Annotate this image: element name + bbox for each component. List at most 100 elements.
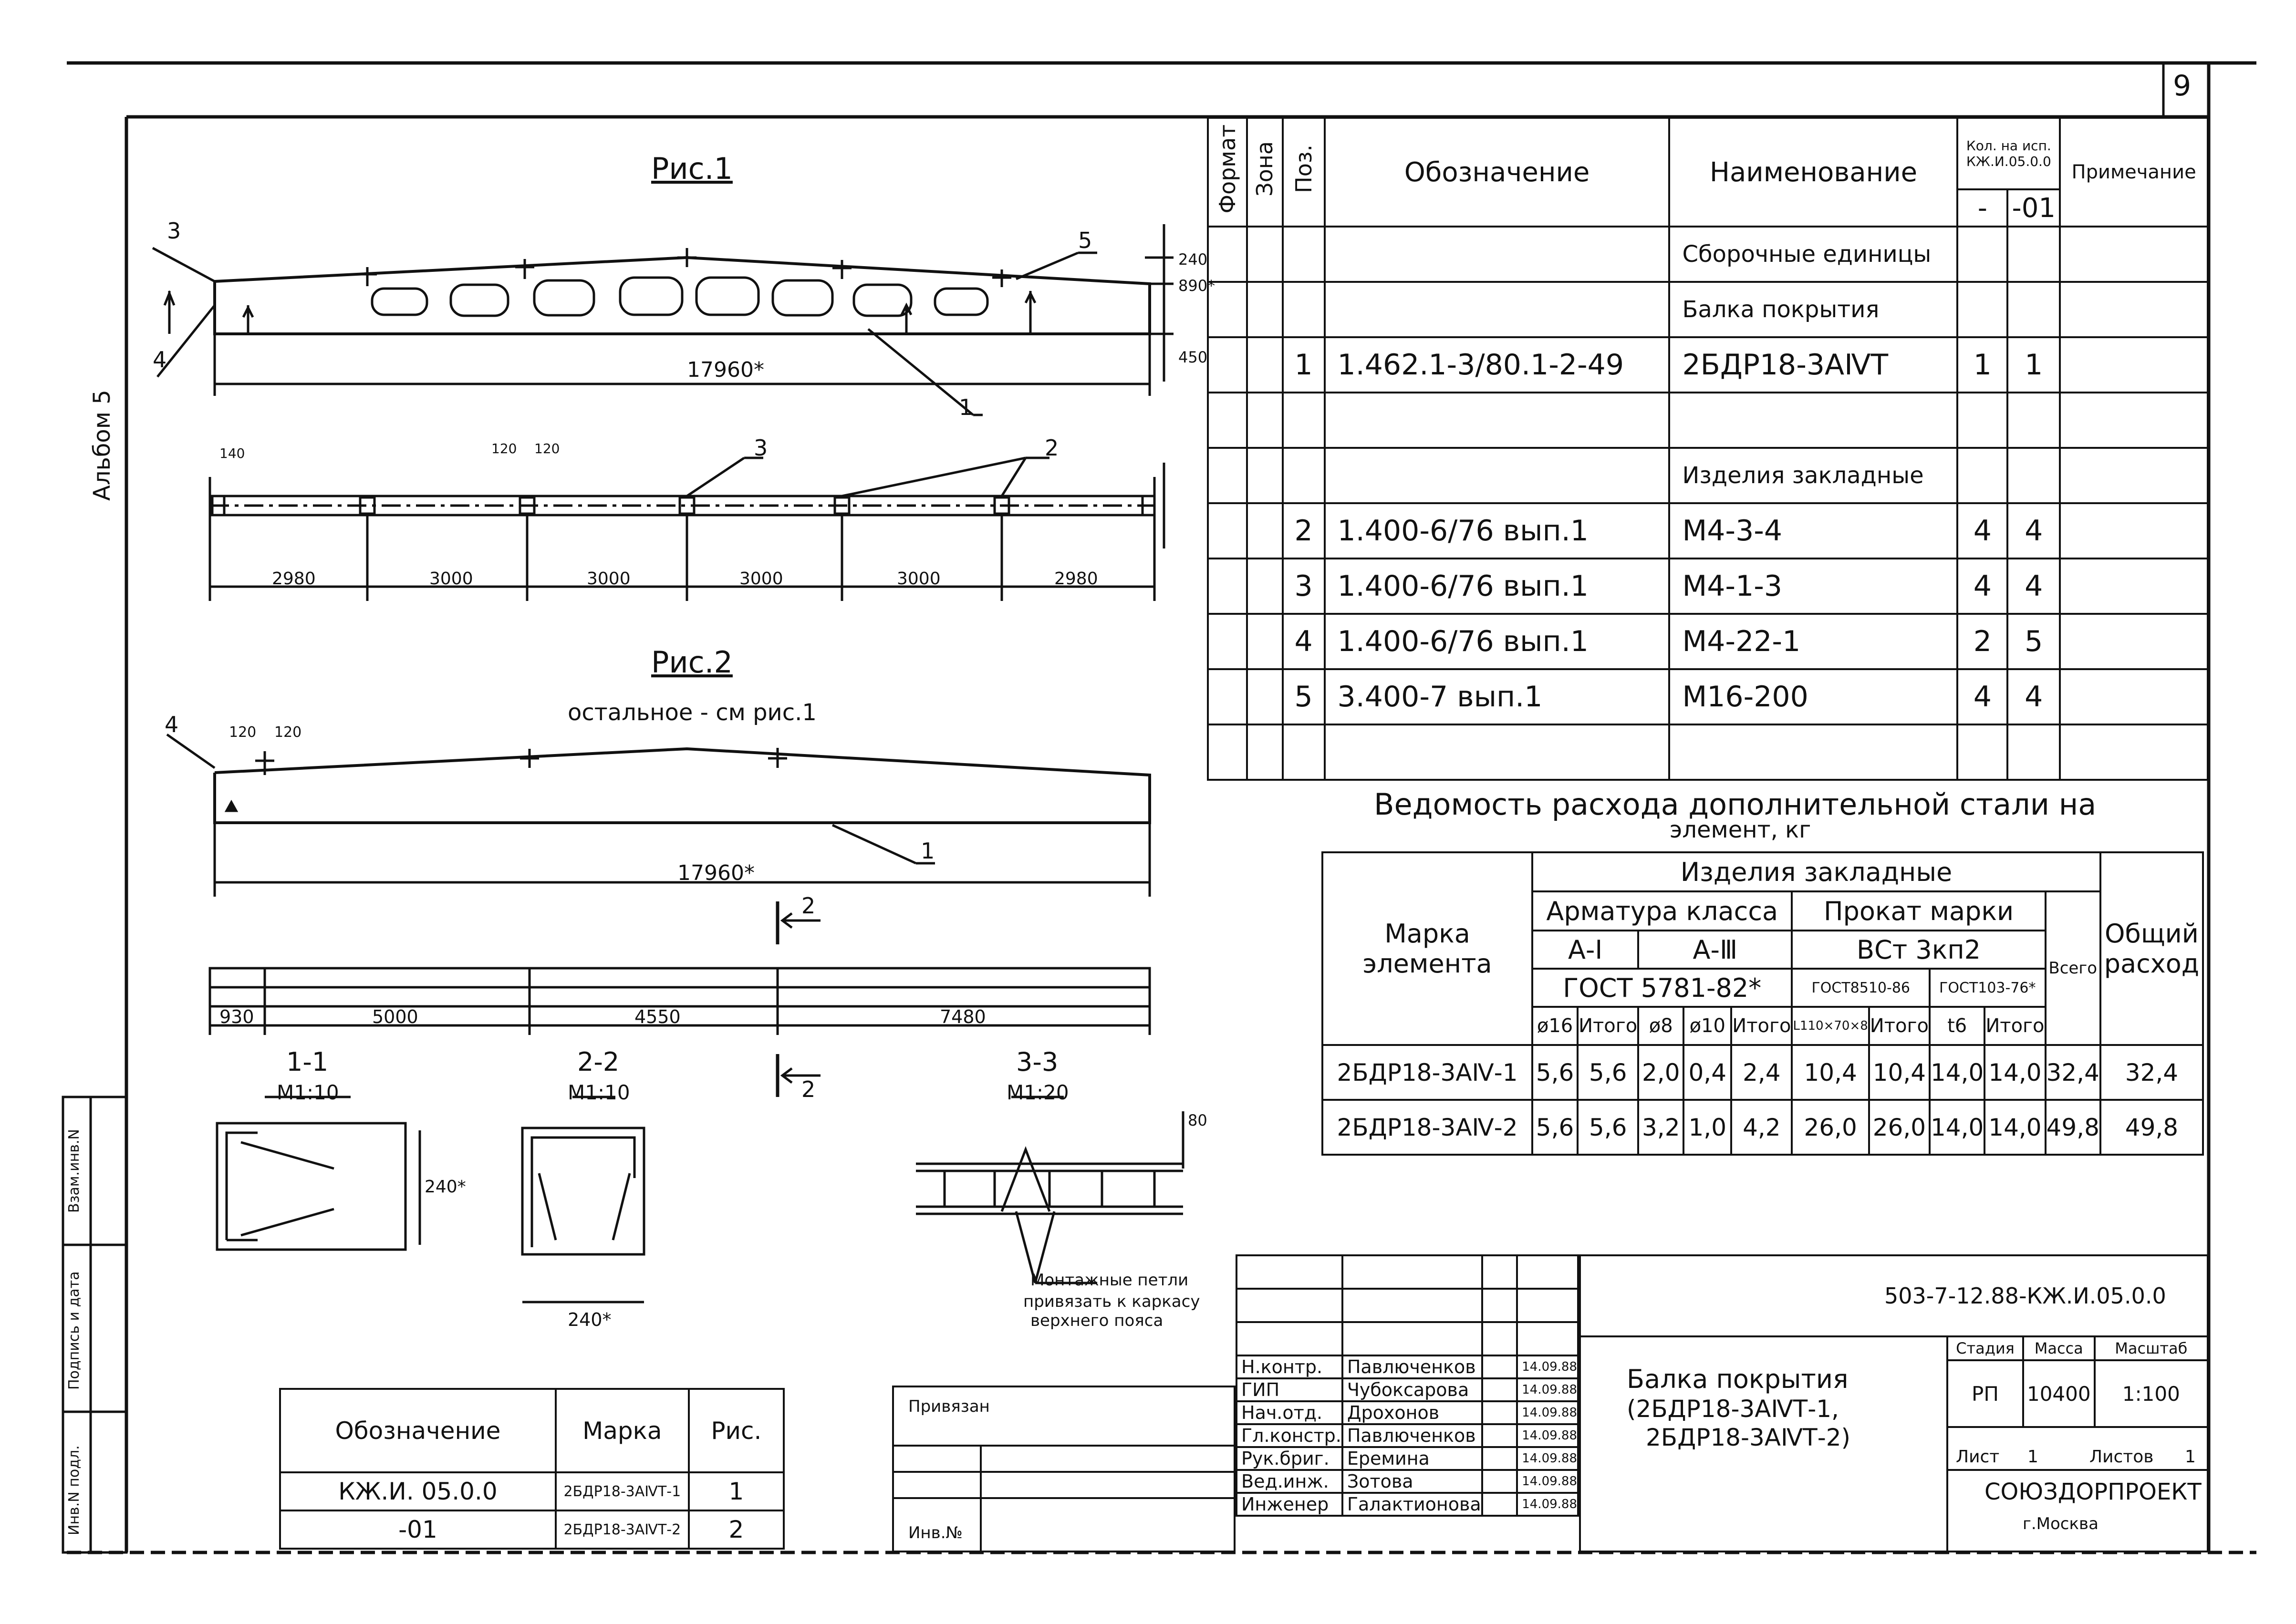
sign-name: Еремина <box>1341 1446 1483 1471</box>
spec-name <box>1668 724 1959 781</box>
spec-note <box>2059 336 2209 393</box>
spec-designation <box>1323 281 1671 338</box>
steel-h-embedded: Изделия закладные <box>1531 851 2101 892</box>
title-line-3: 2БДР18-3АⅣТ-2) <box>1646 1424 1851 1451</box>
section-3-3-dim: 80 <box>1188 1111 1207 1129</box>
fig1-title: Рис.1 <box>651 151 733 186</box>
fig2-callout-1: 1 <box>921 838 935 864</box>
section-1-1 <box>216 1096 421 1251</box>
steel-sub-header: t6 <box>1928 1006 1986 1046</box>
spec-pos: 5 <box>1281 668 1326 725</box>
inv-label: Инв.№ <box>908 1523 963 1542</box>
steel-value: 14,0 <box>1928 1044 1986 1101</box>
steel-sub-header: ø16 <box>1531 1006 1579 1046</box>
steel-h-a1: А-Ⅰ <box>1531 930 1640 970</box>
steel-sub-header: Итого <box>1984 1006 2047 1046</box>
sign-date: 14.09.88 <box>1516 1423 1579 1448</box>
spec-qty-a: 4 <box>1956 502 2009 559</box>
spec-format <box>1207 668 1248 725</box>
city: г.Москва <box>2023 1514 2099 1533</box>
divider <box>894 1497 1234 1499</box>
spec-qty-a: 1 <box>1956 336 2009 393</box>
steel-value: 49,8 <box>2099 1099 2204 1156</box>
album-label: Альбом 5 <box>89 390 115 501</box>
steel-h-gost2: ГОСТ8510-86 <box>1791 968 1931 1008</box>
steel-value: 26,0 <box>1868 1099 1931 1156</box>
spec-qty-b <box>2006 724 2061 781</box>
spec-format <box>1207 502 1248 559</box>
legend-h-mark: Марка <box>554 1388 690 1473</box>
spec-name: Балка покрытия <box>1668 281 1959 338</box>
spec-qty-a <box>1956 447 2009 504</box>
sign-signature <box>1481 1355 1518 1379</box>
spec-pos <box>1281 226 1326 283</box>
legend-h-fig: Рис. <box>687 1388 785 1473</box>
steel-sub-header: Итого <box>1730 1006 1793 1046</box>
spec-name: Сборочные единицы <box>1668 226 1959 283</box>
steel-h-gost1: ГОСТ 5781-82* <box>1531 968 1793 1008</box>
sign-date: 14.09.88 <box>1516 1446 1579 1471</box>
sign-date: 14.09.88 <box>1516 1377 1579 1402</box>
stage-label: Стадия <box>1946 1335 2024 1361</box>
stage-value: РП <box>1946 1359 2024 1428</box>
cut-mark-2-top: 2 <box>801 893 815 919</box>
section-1-1-scale: М1:10 <box>277 1081 339 1104</box>
col-name: Наименование <box>1668 117 1959 228</box>
spec-designation: 3.400-7 вып.1 <box>1323 668 1671 725</box>
col-qty-b: -01 <box>2006 188 2061 228</box>
sheet-label: Лист <box>1956 1447 2000 1467</box>
legend-fig: 1 <box>687 1471 785 1511</box>
legend-h-designation: Обозначение <box>279 1388 557 1473</box>
sheets-total: 1 <box>2185 1447 2196 1467</box>
spec-qty-a: 4 <box>1956 668 2009 725</box>
sign-role: Рук.бриг. <box>1236 1446 1343 1471</box>
steel-value: 14,0 <box>1984 1099 2047 1156</box>
section-1-1-dim: 240* <box>425 1177 466 1197</box>
dim-small-120b: 120 <box>534 441 560 456</box>
spec-format <box>1207 281 1248 338</box>
stage-table: Стадия Масса Масштаб РП 10400 1:100 <box>1946 1335 2209 1428</box>
spec-zone <box>1246 668 1284 725</box>
sign-date: 14.09.88 <box>1516 1355 1579 1379</box>
spec-qty-a <box>1956 226 2009 283</box>
steel-value: 0,4 <box>1683 1044 1733 1101</box>
mass-label: Масса <box>2022 1335 2096 1361</box>
callout-5: 5 <box>1078 228 1092 253</box>
legend-designation: -01 <box>279 1510 557 1550</box>
col-zone: Зона <box>1246 117 1284 228</box>
beam-elevation-fig1 <box>152 224 1174 416</box>
spec-qty-a: 4 <box>1956 558 2009 615</box>
spec-zone <box>1246 392 1284 449</box>
spec-designation: 1.462.1-3/80.1-2-49 <box>1323 336 1671 393</box>
callout-4: 4 <box>153 347 166 372</box>
fig2-length: 17960* <box>677 861 755 885</box>
spec-format <box>1207 226 1248 283</box>
document-code: 503-7-12.88-КЖ.И.05.0.0 <box>1884 1283 2166 1309</box>
bound-box: Привязан Инв.№ <box>892 1386 1236 1552</box>
sign-role: ГИП <box>1236 1377 1343 1402</box>
section-3-3-scale: М1:20 <box>1007 1081 1069 1104</box>
steel-sub-header: Итого <box>1868 1006 1931 1046</box>
spec-format <box>1207 558 1248 615</box>
steel-value: 10,4 <box>1791 1044 1870 1101</box>
spec-name: Изделия закладные <box>1668 447 1959 504</box>
sheet-no: 1 <box>2027 1447 2038 1467</box>
sheet-row: Лист 1 Листов 1 <box>1946 1445 2209 1471</box>
legend-mark: 2БДР18-3АⅣТ-2 <box>554 1510 690 1550</box>
sign-role: Нач.отд. <box>1236 1400 1343 1425</box>
spec-pos: 4 <box>1281 613 1326 670</box>
sign-role: Н.контр. <box>1236 1355 1343 1379</box>
steel-title-1: Ведомость расхода дополнительной стали н… <box>1374 787 2097 822</box>
bound-label: Привязан <box>908 1397 990 1416</box>
spec-name: М4-1-3 <box>1668 558 1959 615</box>
sign-signature <box>1481 1377 1518 1402</box>
spec-name: М16-200 <box>1668 668 1959 725</box>
spec-pos <box>1281 724 1326 781</box>
spec-qty-b <box>2006 392 2061 449</box>
steel-value: 32,4 <box>2044 1044 2101 1101</box>
